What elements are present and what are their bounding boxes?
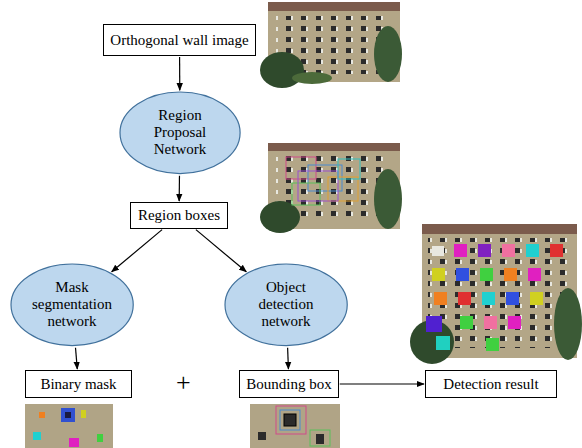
wall-photo <box>260 2 402 88</box>
process-box: Bounding box <box>239 370 338 398</box>
node-label: Bounding box <box>246 376 331 393</box>
node-text-group: Bounding box <box>246 376 331 393</box>
flow-arrow <box>112 230 162 272</box>
node-label: Detection result <box>443 376 538 393</box>
node-text-group: Region boxes <box>138 207 220 224</box>
node-text-group: Orthogonal wall image <box>110 32 248 49</box>
detection-result-photo <box>410 224 582 364</box>
region-proposal-photo <box>260 143 402 233</box>
process-ellipse: Region Proposal Network <box>119 91 241 175</box>
flow-arrow <box>179 57 180 90</box>
process-ellipse: Mask segmentation network <box>10 263 134 347</box>
process-box: Orthogonal wall image <box>103 24 256 56</box>
node-text-group: Detection result <box>443 376 538 393</box>
process-ellipse: Object detection network <box>224 263 348 347</box>
binary-mask-photo <box>25 404 113 448</box>
flow-arrow <box>340 383 424 384</box>
node-text-group: Object detection network <box>243 279 329 330</box>
node-text-group: Binary mask <box>40 376 116 393</box>
node-label: Region boxes <box>138 207 220 224</box>
flow-arrow <box>287 348 289 369</box>
node-label: Orthogonal wall image <box>110 32 248 49</box>
node-text-group: Region Proposal Network <box>138 107 222 158</box>
flow-arrow <box>196 230 246 272</box>
node-label: Binary mask <box>40 376 116 393</box>
flow-arrow <box>179 176 181 201</box>
plus-sign: + <box>176 369 191 397</box>
flow-arrow <box>76 348 78 369</box>
process-box: Binary mask <box>25 370 132 398</box>
process-box: Region boxes <box>130 202 228 229</box>
node-label: Mask segmentation network <box>29 279 115 330</box>
node-label: Region Proposal Network <box>138 107 222 158</box>
bounding-box-photo <box>250 404 340 448</box>
node-label: Object detection network <box>243 279 329 330</box>
process-box: Detection result <box>425 370 557 398</box>
node-text-group: Mask segmentation network <box>29 279 115 330</box>
